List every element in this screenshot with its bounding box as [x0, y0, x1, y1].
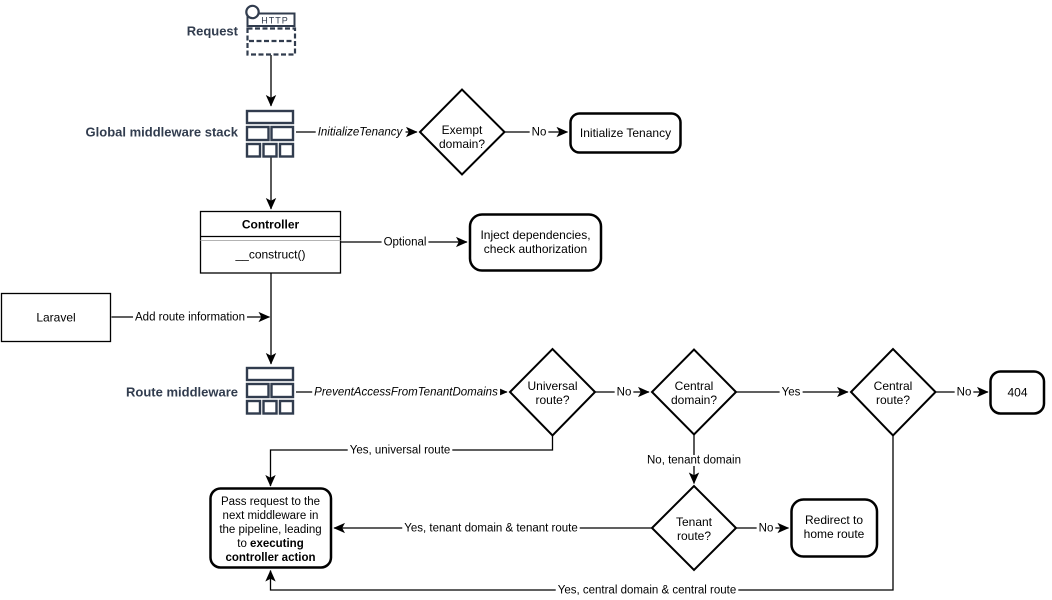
http-request-icon: HTTP — [245, 4, 297, 56]
edge-label-background — [312, 387, 501, 398]
http-request-circle — [245, 4, 260, 20]
central-route-text-line1: Central — [874, 379, 913, 393]
edge-label-background — [133, 312, 247, 323]
edge-label-background — [645, 455, 743, 466]
pass-request-line4-normal: to — [237, 538, 250, 550]
http-request-header-box — [246, 12, 296, 27]
exempt-domain-text-line1: Exempt — [442, 123, 483, 137]
http-request-icon-text: HTTP — [261, 16, 289, 26]
pass-request-text-line1: Pass request to the — [221, 496, 320, 508]
laravel-text: Laravel — [36, 311, 75, 325]
edge-label-add-route-information: Add route information — [135, 312, 245, 324]
central-route-decision — [849, 347, 937, 437]
edge-label-background — [954, 387, 974, 398]
central-domain-text-line2: domain? — [671, 393, 717, 407]
inject-dependencies-text-line2: check authorization — [484, 242, 587, 256]
pass-request-text-line3: the pipeline, leading — [219, 524, 321, 536]
global-middleware-stack-label: Global middleware stack — [86, 125, 239, 140]
pass-request-text-line4: to executing — [237, 538, 303, 550]
edge-label-background — [315, 127, 406, 138]
laravel-node — [0, 292, 112, 343]
tenant-route-decision — [650, 484, 738, 572]
universal-route-text-line2: route? — [535, 393, 569, 407]
redirect-home-text-line1: Redirect to — [805, 513, 863, 527]
exempt-domain-decision — [418, 88, 506, 176]
global-middleware-stack-icon — [245, 109, 295, 158]
edge-label-background — [402, 523, 580, 534]
central-domain-text-line1: Central — [675, 379, 714, 393]
request-label: Request — [187, 24, 239, 39]
pass-request-text-line2: next middleware in — [223, 510, 319, 522]
not-found-text: 404 — [1007, 386, 1027, 400]
central-route-text-line2: route? — [876, 393, 910, 407]
central-domain-decision — [650, 348, 738, 436]
exempt-domain-text-line2: domain? — [439, 137, 485, 151]
route-middleware-icon — [245, 366, 295, 415]
controller-node — [199, 210, 342, 274]
edge-label-background — [779, 387, 803, 398]
universal-route-text-line1: Universal — [527, 379, 577, 393]
edge-label-yes-universal-route: Yes, universal route — [350, 445, 451, 457]
edge-label-universal-no: No — [617, 387, 632, 399]
edge-label-central-domain-yes: Yes — [782, 387, 801, 399]
edge-label-central-route-no: No — [957, 387, 972, 399]
edge-label-background — [614, 387, 634, 398]
controller-title: Controller — [242, 218, 300, 232]
universal-route-decision — [508, 347, 597, 437]
edge-labels: InitializeTenancy No Optional Add route … — [133, 127, 974, 597]
edge-label-background — [381, 237, 429, 248]
edge-universal-yes-to-pass-request — [265, 435, 554, 487]
not-found-node — [989, 370, 1046, 415]
edge-label-yes-tenant: Yes, tenant domain & tenant route — [404, 523, 577, 535]
pass-request-text-line5: controller action — [225, 552, 315, 564]
edge-label-yes-central: Yes, central domain & central route — [558, 585, 737, 597]
initialize-tenancy-text: Initialize Tenancy — [580, 126, 671, 140]
edge-label-no-tenant-domain: No, tenant domain — [647, 455, 741, 467]
edge-label-initialize-tenancy: InitializeTenancy — [318, 127, 404, 139]
edge-label-tenant-route-no: No — [759, 523, 774, 535]
route-middleware-label: Route middleware — [126, 385, 238, 400]
edge-label-background — [555, 585, 739, 596]
pass-request-line4-bold: executing — [250, 538, 304, 550]
pass-request-node — [209, 487, 333, 569]
redirect-home-node — [790, 498, 879, 558]
shapes: Exempt domain? Initialize Tenancy Contro… — [0, 88, 1046, 572]
tenant-route-text-line2: route? — [677, 529, 711, 543]
inject-dependencies-text-line1: Inject dependencies, — [480, 228, 590, 242]
inject-dependencies-node — [468, 213, 603, 272]
edge-label-background — [529, 127, 549, 138]
edge-label-exempt-no: No — [532, 127, 547, 139]
edge-label-optional: Optional — [384, 237, 427, 249]
controller-method: __construct() — [234, 248, 305, 262]
edge-label-background — [756, 523, 776, 534]
edge-label-background — [347, 445, 453, 456]
edge-label-prevent-access: PreventAccessFromTenantDomains — [314, 387, 498, 399]
redirect-home-text-line2: home route — [804, 527, 865, 541]
initialize-tenancy-node — [569, 112, 682, 154]
tenant-route-text-line1: Tenant — [676, 515, 713, 529]
